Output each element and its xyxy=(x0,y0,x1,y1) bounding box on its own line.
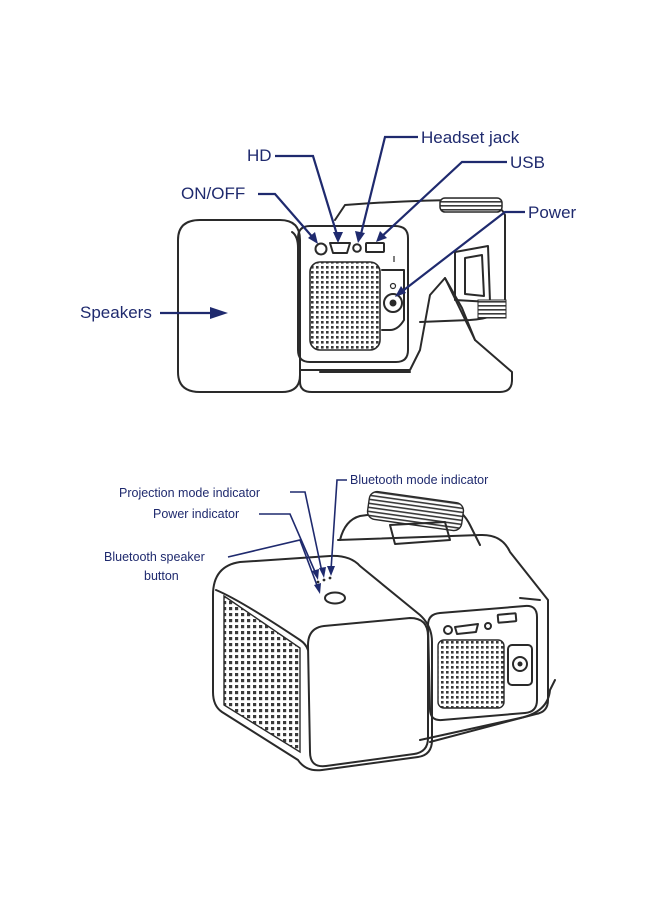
front-view-jack xyxy=(484,622,492,630)
usb-arrow xyxy=(376,231,387,242)
projector-body xyxy=(337,533,549,743)
front-view-power-panel xyxy=(507,644,533,686)
bluetooth-indicator-arrow xyxy=(327,566,335,576)
speaker-front-face xyxy=(307,617,429,768)
label-bluetooth-speaker-line2: button xyxy=(144,569,179,583)
lens-inner xyxy=(464,254,485,297)
label-projection-mode-indicator: Projection mode indicator xyxy=(119,486,260,500)
speaker-cube xyxy=(212,554,433,772)
projection-indicator-arrow xyxy=(319,567,326,578)
label-headset-jack: Headset jack xyxy=(421,128,520,147)
label-bluetooth-mode-indicator: Bluetooth mode indicator xyxy=(350,473,488,487)
power-leader xyxy=(399,210,525,294)
speaker-box xyxy=(177,219,301,393)
power-socket-panel xyxy=(381,269,405,331)
top-labels: HD Headset jack USB ON/OFF Power Speaker… xyxy=(80,128,577,322)
lens-bottom-vent xyxy=(477,299,507,319)
power-indicator-arrow xyxy=(312,569,319,580)
label-power: Power xyxy=(528,203,577,222)
hd-arrow xyxy=(333,232,343,243)
speaker-box-edge xyxy=(291,231,299,249)
power-indicator-light xyxy=(316,580,320,584)
bluetooth-indicator-leader xyxy=(330,479,347,571)
front-view-grille xyxy=(437,639,505,709)
front-view-back-panel xyxy=(427,604,538,722)
bluetooth-button-leader xyxy=(227,539,319,589)
bottom-leader-lines xyxy=(227,479,347,594)
focus-ring xyxy=(366,490,465,532)
label-usb: USB xyxy=(510,153,545,172)
label-bluetooth-speaker-line1: Bluetooth speaker xyxy=(104,550,205,564)
bluetooth-button-arrow xyxy=(314,583,321,594)
front-view-hd-port xyxy=(454,623,479,635)
side-grille xyxy=(223,594,301,754)
bluetooth-indicator-light xyxy=(328,576,332,580)
front-view-switch xyxy=(443,625,453,635)
label-speakers: Speakers xyxy=(80,303,152,322)
projection-indicator-light xyxy=(322,578,326,582)
hd-leader xyxy=(275,154,340,239)
front-view-usb xyxy=(496,612,518,624)
power-indicator-leader xyxy=(259,513,317,575)
headset-jack-leader xyxy=(358,135,418,239)
front-view-base xyxy=(419,679,556,741)
front-view-power-socket xyxy=(512,656,528,672)
power-indicator-dot xyxy=(389,282,397,290)
projection-indicator-leader xyxy=(290,491,323,573)
rear-grille xyxy=(309,261,381,351)
speakers-arrow xyxy=(210,307,228,319)
on-off-switch xyxy=(314,242,328,256)
back-panel xyxy=(297,225,409,363)
cube-top-edge xyxy=(215,589,309,651)
power-socket-pin xyxy=(389,299,397,307)
label-on-off: ON/OFF xyxy=(181,184,245,203)
top-leader-lines xyxy=(160,135,525,319)
bluetooth-speaker-button xyxy=(324,591,346,605)
on-off-leader xyxy=(258,192,316,241)
usb-leader xyxy=(379,160,507,239)
front-view-power-pin xyxy=(517,661,523,667)
hd-port xyxy=(329,242,351,254)
stand-slope xyxy=(444,277,476,341)
rear-view-projector xyxy=(177,197,513,393)
lens-focus-ring xyxy=(439,197,503,213)
headset-jack-port xyxy=(352,243,362,253)
bottom-labels: Projection mode indicator Bluetooth mode… xyxy=(104,473,488,583)
headset-jack-arrow xyxy=(355,231,365,243)
label-hd: HD xyxy=(247,146,272,165)
usb-port xyxy=(365,242,385,253)
power-socket xyxy=(383,293,403,313)
on-off-arrow xyxy=(308,232,318,244)
power-arrow xyxy=(395,286,406,297)
front-view-projector xyxy=(212,490,556,772)
body-edge xyxy=(519,597,541,601)
label-power-indicator: Power indicator xyxy=(153,507,239,521)
